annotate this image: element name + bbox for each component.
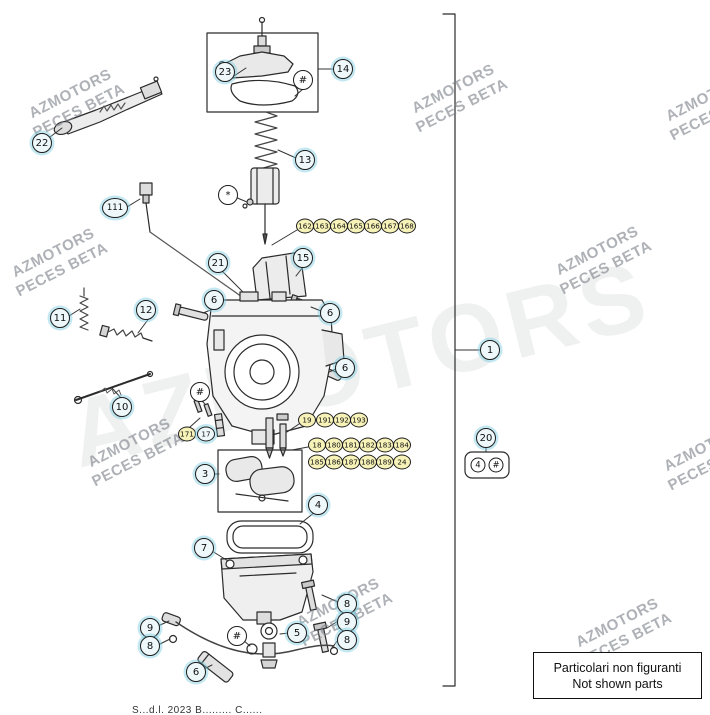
part-main-jet bbox=[246, 622, 278, 669]
footer-caption: S...d.l. 2023 B......... C...... bbox=[132, 705, 263, 715]
part-screw-6-left bbox=[172, 303, 209, 321]
part-idle-screw-spring bbox=[99, 324, 153, 342]
part-float-assembly bbox=[217, 449, 303, 513]
part-choke-plunger bbox=[139, 182, 253, 305]
part-top-cap bbox=[243, 251, 307, 301]
part-vent-hose bbox=[197, 651, 234, 683]
box-items-4-hash bbox=[464, 451, 510, 479]
part-float-bowl bbox=[220, 553, 314, 625]
part-bowl-gasket bbox=[226, 520, 314, 554]
bracket-item-1 bbox=[442, 13, 456, 687]
part-choke-shaft bbox=[73, 370, 213, 417]
part-choke-lever bbox=[53, 76, 163, 136]
part-main-body bbox=[206, 291, 345, 445]
part-pilot-jet bbox=[213, 413, 226, 438]
part-overflow-cable bbox=[161, 612, 335, 655]
part-small-spring bbox=[79, 287, 89, 331]
note-line-italian: Particolari non figuranti bbox=[553, 660, 682, 675]
part-top-cover-assembly bbox=[206, 16, 319, 113]
part-bowl-screws bbox=[300, 579, 339, 656]
note-line-english: Not shown parts bbox=[572, 676, 663, 691]
not-shown-parts-box: Particolari non figuranti Not shown part… bbox=[533, 652, 702, 699]
part-needle-jets bbox=[265, 413, 289, 459]
part-throttle-slide bbox=[242, 167, 280, 245]
part-return-spring bbox=[254, 111, 278, 170]
